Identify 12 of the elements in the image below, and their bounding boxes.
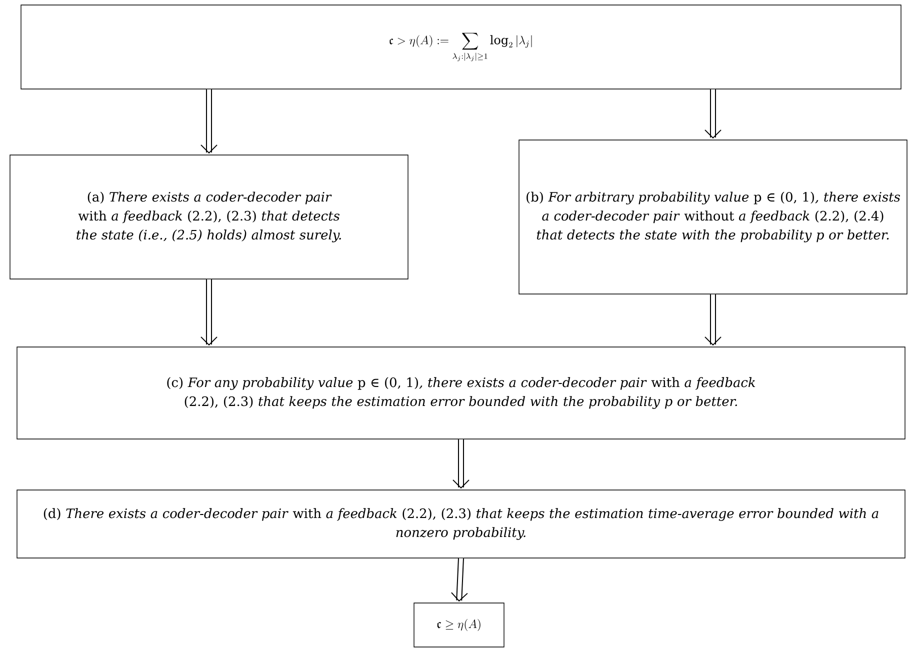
implication-arrow <box>450 558 468 602</box>
implication-arrow <box>200 279 218 346</box>
implication-arrow <box>200 89 218 154</box>
implication-arrow <box>704 89 722 139</box>
statement-box: (d) There exists a coder-decoder pair with a feedback (2.2), (2.3) that keeps the estimation time-average error bounded with a nonzero probability. <box>16 490 906 558</box>
statement-box: (a) There exists a coder-decoder pair with a feedback (2.2), (2.3) that detects the state (i.e., (2.5) holds) almost surely. <box>10 154 408 280</box>
formula-box: $\mathfrak{c} \geq \eta(A)$ <box>414 602 504 648</box>
statement-box: (b) For arbitrary probability value p ∈ (0, 1), there exists a coder-decoder pair without a feedback (2.2), (2.4) that detects the state with the probability p or better. <box>518 140 908 294</box>
statement-box: (c) For any probability value p ∈ (0, 1), there exists a coder-decoder pair with a feedback (2.2), (2.3) that keeps the estimation error bounded with the probability p or better. <box>16 346 906 440</box>
formula-box: $\mathfrak{c} > \eta(A) := \sum_{\lambda_j:|\lambda_j|\geq 1} \log_2 |\lambda_j|$ <box>20 4 902 90</box>
implication-arrow <box>704 294 722 346</box>
implication-arrow <box>452 439 470 489</box>
